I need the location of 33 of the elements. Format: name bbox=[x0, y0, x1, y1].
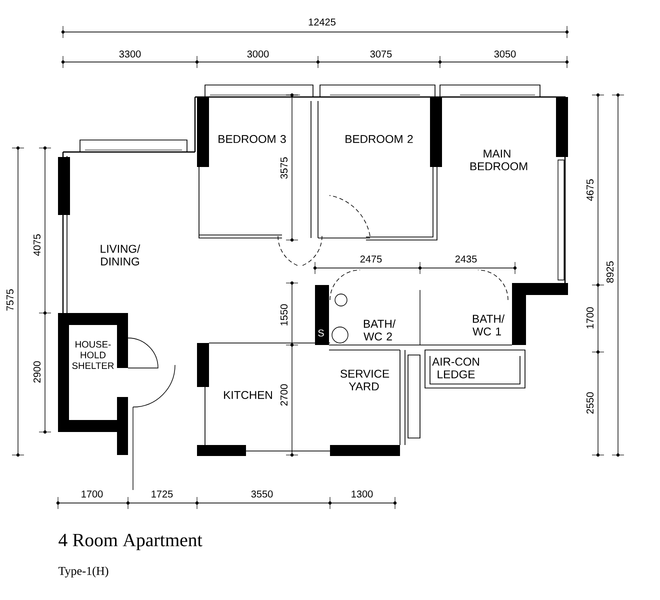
dimension-label: 1700 bbox=[82, 490, 103, 498]
dimension-label: 2435 bbox=[455, 255, 477, 263]
room-label: KITCHEN bbox=[224, 391, 272, 399]
room-label: MAIN BEDROOM bbox=[470, 150, 528, 170]
dimension-label: 2550 bbox=[586, 392, 594, 414]
room-label: BEDROOM 3 bbox=[218, 135, 286, 143]
dimension-label: 3000 bbox=[247, 50, 269, 58]
dimension-label: 2700 bbox=[280, 384, 288, 406]
dimension-label: 3550 bbox=[251, 490, 273, 498]
dimension-label: 1300 bbox=[352, 490, 373, 498]
wall-mark: S bbox=[318, 329, 324, 337]
room-label: SERVICE YARD bbox=[340, 370, 390, 390]
room-label: LIVING/ DINING bbox=[100, 244, 140, 266]
dimension-label: 3300 bbox=[119, 50, 141, 58]
dimension-label: 1725 bbox=[152, 490, 173, 498]
caption: Type-1(H) bbox=[58, 566, 108, 578]
dimension-label: 12425 bbox=[308, 18, 336, 26]
dimension-label: 3075 bbox=[370, 50, 392, 58]
dimension-label: 4075 bbox=[33, 234, 41, 256]
dimension-label: 3575 bbox=[280, 157, 288, 179]
room-label: BEDROOM 2 bbox=[346, 135, 413, 143]
room-label: BATH/ WC 2 bbox=[364, 320, 396, 340]
dimension-label: 1550 bbox=[280, 304, 288, 326]
dimension-label: 2475 bbox=[360, 255, 382, 263]
dimension-label: 1700 bbox=[586, 307, 594, 328]
dimension-label: 2900 bbox=[33, 361, 41, 383]
room-label: BATH/ WC 1 bbox=[472, 314, 505, 336]
title: 4 Room Apartment bbox=[58, 534, 202, 550]
room-label: AIR-CON LEDGE bbox=[432, 358, 479, 378]
dimension-label: 3050 bbox=[494, 50, 516, 58]
dimension-label: 4675 bbox=[586, 179, 594, 201]
dimension-label: 8925 bbox=[606, 261, 614, 283]
dimension-label: 7575 bbox=[6, 289, 14, 311]
